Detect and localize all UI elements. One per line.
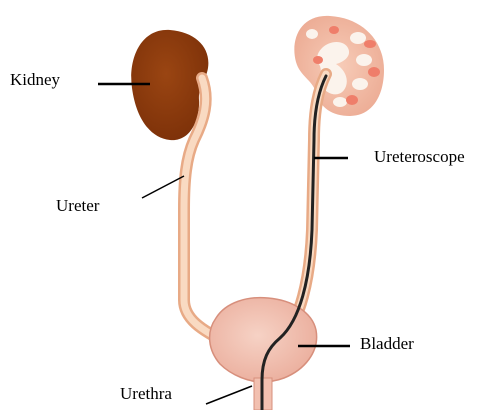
ureteroscope-label: Ureteroscope xyxy=(374,147,465,167)
kidney-label: Kidney xyxy=(10,70,60,90)
urethra-leader-line xyxy=(206,386,252,404)
ureter-leader-line xyxy=(142,176,184,198)
urethra-label: Urethra xyxy=(120,384,172,404)
bladder-label: Bladder xyxy=(360,334,414,354)
ureter-label: Ureter xyxy=(56,196,99,216)
